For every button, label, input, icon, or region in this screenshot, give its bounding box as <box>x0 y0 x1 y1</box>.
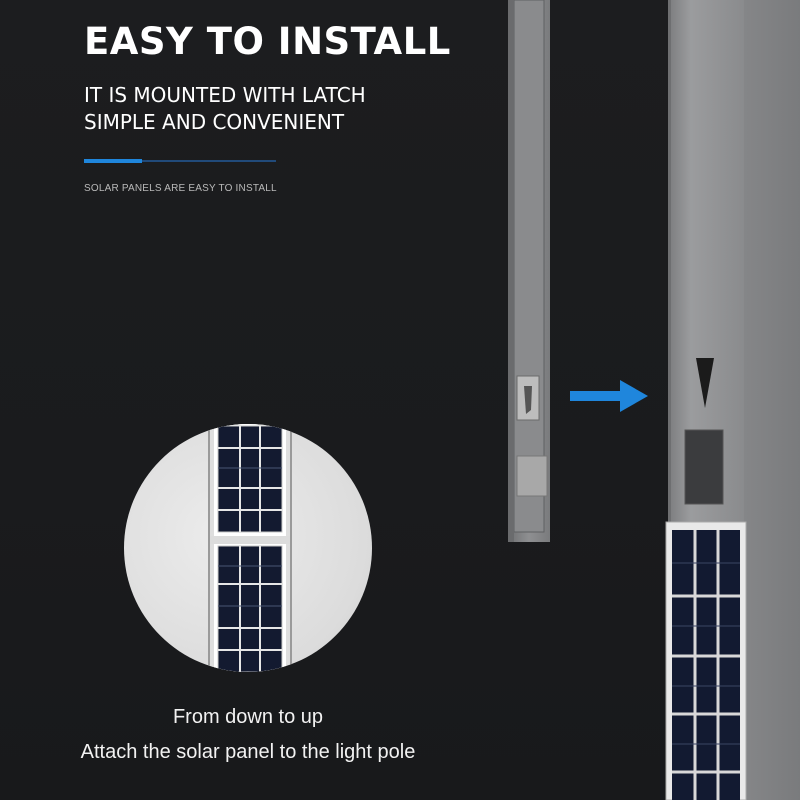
page-title: EASY TO INSTALL <box>84 20 451 63</box>
caption-small: SOLAR PANELS ARE EASY TO INSTALL <box>84 183 277 194</box>
solar-panel <box>665 521 747 800</box>
latch <box>516 375 540 421</box>
mount-slot <box>684 429 724 505</box>
divider-accent <box>84 159 142 163</box>
triangle-down-icon <box>696 358 714 408</box>
instruction-line-1: From down to up <box>172 706 324 728</box>
zoom-solar-panel <box>210 424 290 672</box>
mounting-bracket <box>508 0 550 542</box>
arrow-right-icon <box>570 380 648 412</box>
subtitle-line-1: IT IS MOUNTED WITH LATCH <box>84 83 366 107</box>
subtitle-line-2: SIMPLE AND CONVENIENT <box>84 110 345 134</box>
zoom-detail-circle <box>124 424 372 672</box>
zoom-panel-strip <box>208 424 292 672</box>
divider-line <box>84 160 276 162</box>
instruction-line-2: Attach the solar panel to the light pole <box>80 741 416 763</box>
light-pole <box>668 0 800 800</box>
subtitle: IT IS MOUNTED WITH LATCH SIMPLE AND CONV… <box>84 82 366 136</box>
